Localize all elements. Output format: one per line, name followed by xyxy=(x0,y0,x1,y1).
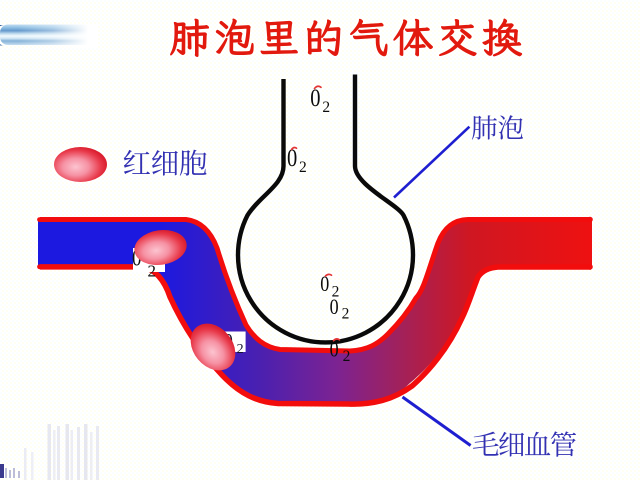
svg-text:2: 2 xyxy=(342,306,350,323)
svg-text:0: 0 xyxy=(330,338,339,362)
svg-text:0: 0 xyxy=(132,245,141,271)
svg-text:2: 2 xyxy=(322,99,330,116)
svg-text:2: 2 xyxy=(148,262,157,281)
svg-text:2: 2 xyxy=(299,159,307,176)
svg-text:0: 0 xyxy=(287,144,297,171)
svg-text:0: 0 xyxy=(320,272,329,296)
svg-text:0: 0 xyxy=(310,84,320,111)
svg-text:0: 0 xyxy=(330,295,339,319)
svg-text:2: 2 xyxy=(332,284,340,301)
svg-text:2: 2 xyxy=(237,342,244,357)
svg-text:2: 2 xyxy=(343,348,351,365)
